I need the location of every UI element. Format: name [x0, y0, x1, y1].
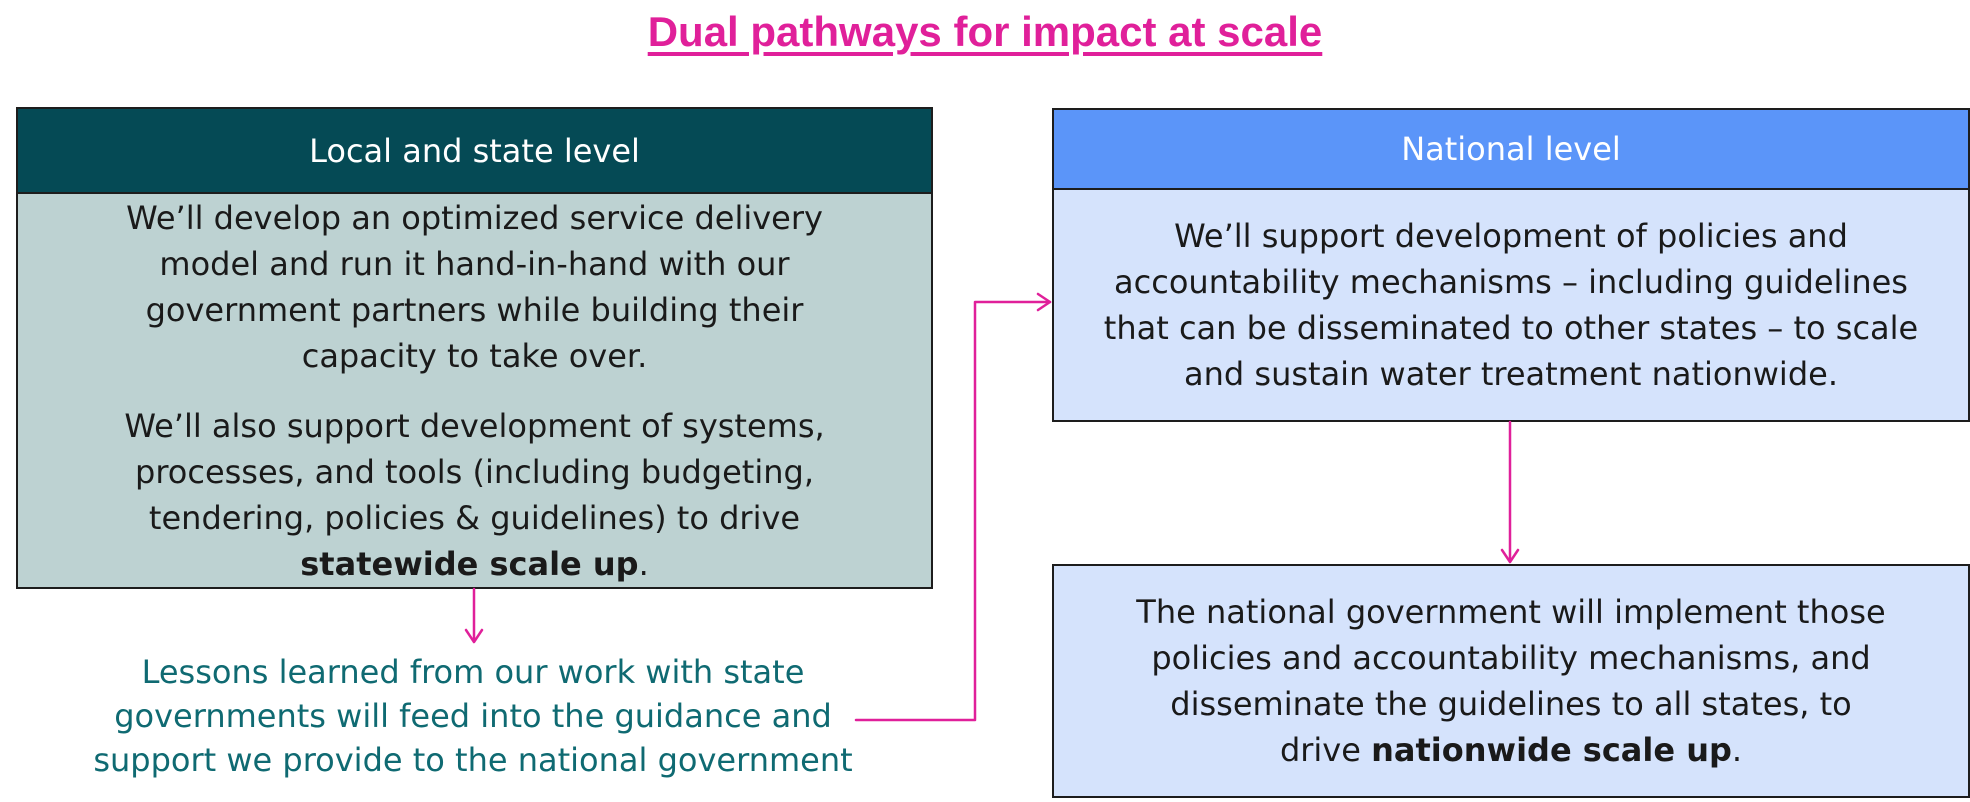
outcome-paragraph-end: .	[1731, 731, 1743, 769]
national-level-body: We’ll support development of policies an…	[1054, 190, 1968, 420]
national-level-header: National level	[1054, 110, 1968, 190]
statewide-scale-up-text: statewide scale up	[300, 544, 639, 583]
local-paragraph-2-text: We’ll also support development of system…	[124, 406, 825, 537]
local-paragraph-2: We’ll also support development of system…	[115, 403, 835, 587]
lessons-learned-text: Lessons learned from our work with state…	[93, 653, 853, 779]
diagram-title: Dual pathways for impact at scale	[647, 8, 1323, 55]
local-state-body: We’ll develop an optimized service deliv…	[18, 194, 931, 587]
local-state-header: Local and state level	[18, 109, 931, 194]
outcome-paragraph-text: The national government will implement t…	[1136, 593, 1886, 769]
arrow-local-to-lessons	[464, 587, 484, 644]
nationwide-scale-up-text: nationwide scale up	[1371, 731, 1732, 769]
local-paragraph-1: We’ll develop an optimized service deliv…	[126, 198, 823, 375]
national-paragraph: We’ll support development of policies an…	[1103, 217, 1919, 393]
national-outcome-box: The national government will implement t…	[1052, 564, 1970, 798]
local-state-box: Local and state level We’ll develop an o…	[16, 107, 933, 589]
local-paragraph-2-end: .	[638, 544, 649, 583]
outcome-paragraph: The national government will implement t…	[1131, 589, 1891, 773]
national-outcome-body: The national government will implement t…	[1054, 566, 1968, 796]
arrow-national-to-outcome	[1500, 420, 1520, 564]
national-level-box: National level We’ll support development…	[1052, 108, 1970, 422]
arrow-lessons-to-national	[854, 292, 1052, 722]
